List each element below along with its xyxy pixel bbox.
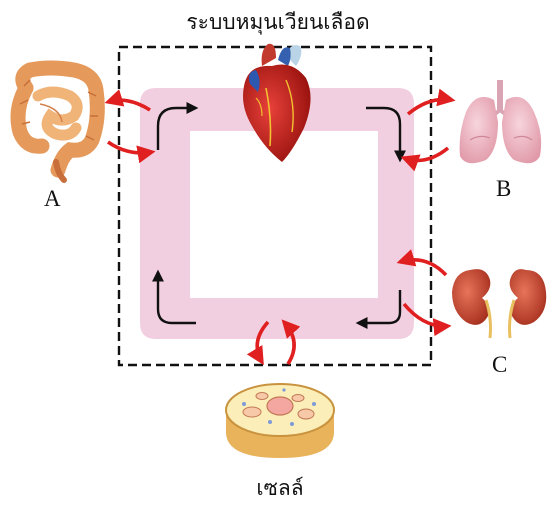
label-c: C [492,352,507,378]
diagram-title: ระบบหมุนเวียนเลือด [150,6,406,39]
lungs-icon [460,80,542,163]
cell-label: เซลล์ [240,472,320,505]
heart-icon [243,44,311,162]
intestine-icon [18,68,98,180]
label-b: B [496,176,511,202]
kidneys-icon [452,269,546,338]
cell-icon [226,384,334,458]
label-a: A [44,186,61,212]
